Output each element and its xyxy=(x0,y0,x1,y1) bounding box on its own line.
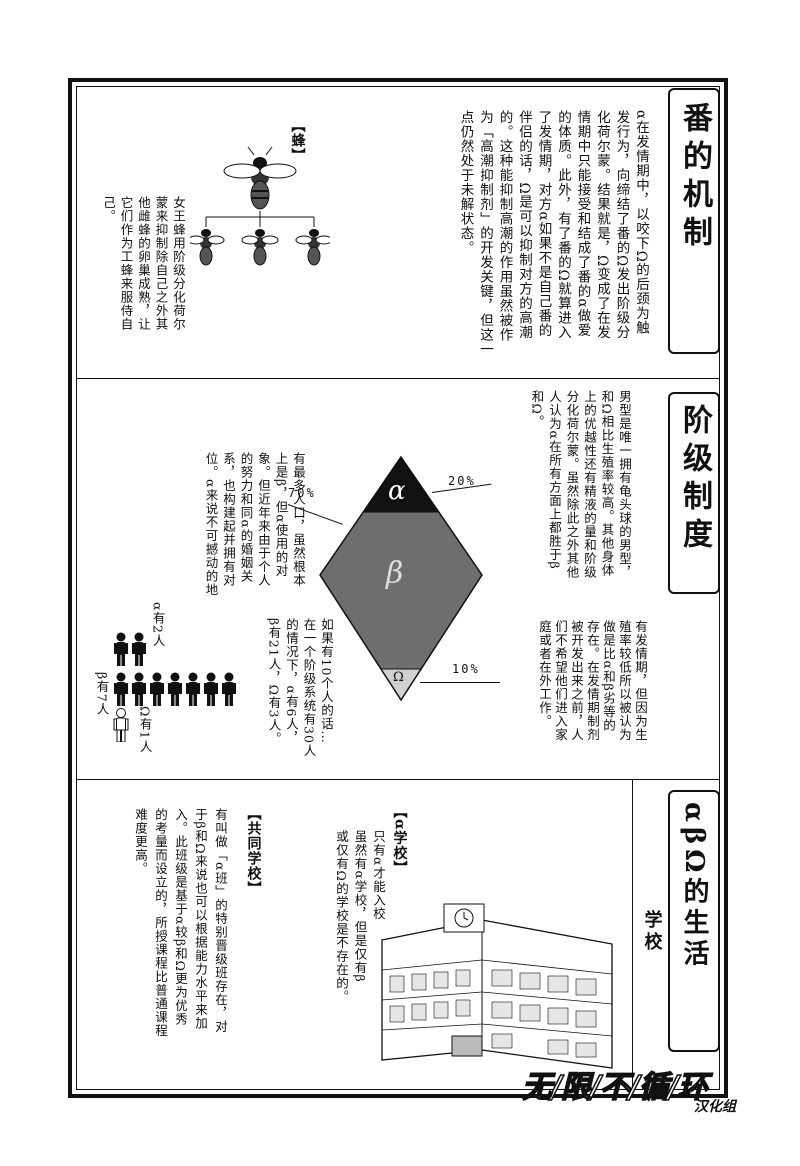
alpha-school-heading: 【α学校】 xyxy=(391,804,408,876)
life-title-box: αβΩ的生活 xyxy=(668,790,720,1052)
omega-segment xyxy=(381,669,421,700)
omega-symbol: Ω xyxy=(393,670,404,685)
bee-hierarchy-illustration xyxy=(190,146,330,266)
alpha-text-line: 分化荷尔蒙。虽然除此之外其他 xyxy=(564,390,580,579)
omega-percent-label: 10% xyxy=(452,662,480,676)
alpha-text-line: 人认为α在所有方面上都胜于β xyxy=(547,390,562,570)
beta-symbol: β xyxy=(386,556,404,591)
alpha-segment xyxy=(363,457,439,512)
mech-body-line: 情期中只能接受和结成了番的α做爱 xyxy=(574,110,591,338)
mech-body-line: 伴侣的话，Ω是可以抑制对方的高潮 xyxy=(516,110,532,340)
beta-text-line: 系，也构建起并拥有对 xyxy=(221,452,236,587)
mech-body-line: 了发情期，对方α如果不是自己番的 xyxy=(535,110,552,338)
worker-bee-icon xyxy=(295,229,330,266)
common-school-text-line: 的考量而设立的，所授课程比普通课程 xyxy=(153,808,168,1038)
alpha-people xyxy=(114,632,146,666)
omega-text-line: 殖率较低所以被认为 xyxy=(617,620,632,742)
mechanism-title: 番的机制 xyxy=(677,102,712,254)
omega-leader-line xyxy=(420,682,500,683)
example-text-line: 在一个阶级系统有30人 xyxy=(301,618,317,758)
worker-bee-icon xyxy=(241,229,279,266)
alpha-text-line: 和Ω相比生殖率较高。其他身体 xyxy=(599,390,615,577)
life-title: αβΩ的生活 xyxy=(679,802,709,971)
omega-count-label: Ω有1人 xyxy=(137,706,153,754)
alpha-count-label: α有2人 xyxy=(150,602,166,648)
alpha-text-line: 和Ω。 xyxy=(529,390,545,429)
alpha-symbol: α xyxy=(388,476,406,506)
queen-bee-icon xyxy=(223,146,297,210)
omega-text-line: 存在。在发情期制剂 xyxy=(585,620,600,742)
mech-body-line: 为「高潮抑制剂」的开发关键，但这一 xyxy=(477,110,493,357)
beta-text-line: 有最多人口，虽然根本 xyxy=(291,452,306,587)
beta-people xyxy=(114,672,236,706)
omega-text-line: 有发情期，但因为生 xyxy=(633,620,648,742)
beta-count-label: β有7人 xyxy=(94,672,110,717)
alpha-text-line: 上的优越性还有精液的量和阶级 xyxy=(582,390,597,579)
common-school-heading: 【共同学校】 xyxy=(245,806,262,896)
section-divider-2 xyxy=(76,779,720,780)
example-text-line: 如果有10个人的话… xyxy=(319,618,334,744)
omega-text-line: 被开发出来之前，人 xyxy=(569,620,584,742)
beta-segment xyxy=(320,512,482,700)
mech-body-line: 发行为，向缔结了番的Ω发出阶级分 xyxy=(613,110,630,340)
bee-label: 【蜂】 xyxy=(289,118,306,163)
school-entrance xyxy=(451,1035,483,1057)
alpha-percent: 20% xyxy=(448,474,476,488)
beta-text-line: 象。但近年来由于个人 xyxy=(256,452,271,587)
beta-text-line: 位。α来说不可撼动的地 xyxy=(203,452,219,597)
bee-caption-line: 己。 xyxy=(101,196,116,223)
omega-text-line: 们不希望他们进入家 xyxy=(553,620,568,742)
common-school-text-line: 于β和Ω来说也可以根据能力水平来加 xyxy=(193,808,208,1031)
beta-text-line: 上是β，但α使用的对 xyxy=(273,452,289,578)
worker-bee-icon xyxy=(190,229,225,266)
caste-diamond xyxy=(319,455,483,702)
common-school-text-line: 有叫做「α班」的特别晋级班存在，对 xyxy=(213,808,228,1034)
common-school-text-line: 难度更高。 xyxy=(133,808,148,876)
omega-person xyxy=(113,708,129,742)
alpha-school-text-line: 或仅有Ω的学校是不存在的。 xyxy=(334,830,349,1004)
common-school-text-line: 入。此班级是基于α较β和Ω更为优秀 xyxy=(173,808,188,1027)
beta-text-line: 的努力和同α的婚姻关 xyxy=(238,452,254,583)
school-building-illustration xyxy=(381,903,613,1069)
beta-percent: 70% xyxy=(288,486,316,500)
alpha-school-text-line: 虽然有α学校，但是仅有β xyxy=(352,830,368,983)
caste-title-box: 阶级制度 xyxy=(668,392,720,594)
mech-body-line: α在发情期中，以咬下Ω的后颈为触 xyxy=(633,110,649,336)
omega-text-line: 做是比α和β劣等的 xyxy=(601,620,616,733)
mech-body-line: 点仍然处于未解状态。 xyxy=(457,110,474,255)
mech-body-line: 的体质。此外，有了番的Ω就算进入 xyxy=(555,110,571,340)
bee-caption-line: 他雌蜂的卵巢成熟，让 xyxy=(136,196,151,331)
watermark-sub: 汉化组 xyxy=(694,1099,736,1115)
alpha-school-text-line: 只有α才能入校 xyxy=(371,830,386,921)
watermark-main: 无/限/不/循/环 xyxy=(521,1069,708,1106)
mech-body-line: 化荷尔蒙。结果就是，Ω变成了在发 xyxy=(594,110,610,340)
bee-caption-line: 它们作为工蜂来服侍自 xyxy=(118,196,134,331)
life-subtitle-divider xyxy=(632,779,633,1090)
section-divider-1 xyxy=(76,378,720,379)
bee-caption-line: 蒙来抑制除自己之外其 xyxy=(153,196,169,331)
example-text-line: 的情况下，α有6人， xyxy=(284,618,299,745)
alpha-text-line: 男型是唯一拥有龟头球的男型， xyxy=(617,390,632,579)
example-text-line: β有21人，Ω有3人。 xyxy=(266,618,282,746)
mech-body-line: 的。这种能抑制高潮的作用虽然被作 xyxy=(496,110,513,342)
omega-text-line: 庭或者在外工作。 xyxy=(537,620,552,728)
population-figures xyxy=(113,632,236,742)
caste-title: 阶级制度 xyxy=(677,404,712,556)
bee-caption-line: 女王蜂用阶级分化荷尔 xyxy=(171,196,186,331)
page-frame xyxy=(68,78,728,1098)
mechanism-title-box: 番的机制 xyxy=(668,88,720,354)
life-subtitle: 学校 xyxy=(641,910,663,954)
